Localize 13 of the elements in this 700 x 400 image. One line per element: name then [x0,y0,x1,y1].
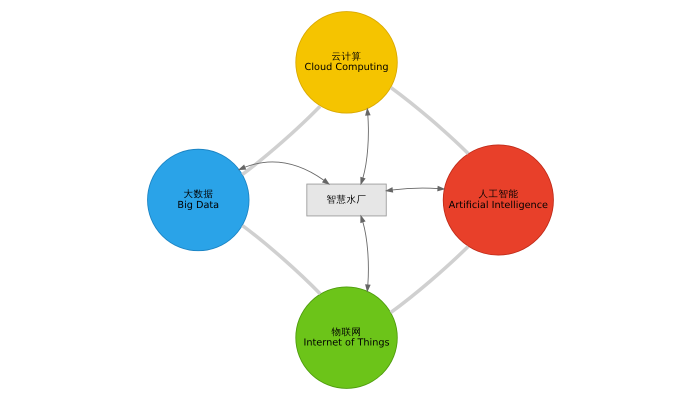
node-circle: 大数据 Big Data [146,148,249,252]
connector [240,104,321,176]
arrow [360,214,370,292]
node-circle: 物联网 Internet of Things [294,286,398,389]
connector [389,245,469,314]
node-circle: 人工智能 Artificial Intelligence [442,144,554,256]
connector [389,86,469,155]
connector [240,224,321,296]
arrow [360,108,370,186]
arrow [237,162,330,185]
arrow [384,186,445,193]
node-box: 智慧水厂 [306,184,386,216]
node-circle: 云计算 Cloud Computing [294,11,398,114]
